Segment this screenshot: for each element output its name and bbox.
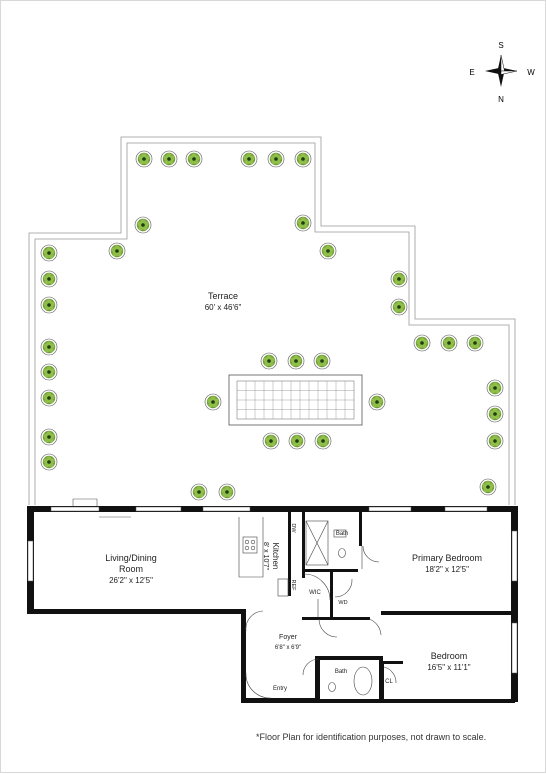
plant-icon: [486, 432, 504, 450]
terrace-dims: 60' x 46'6": [205, 303, 242, 312]
plant-icon: [288, 432, 306, 450]
compass-rose: S N E W: [469, 41, 535, 104]
living-label-line1: Living/Dining: [105, 553, 157, 563]
apartment-walls: [27, 498, 518, 703]
kitchen-label: Kitchen: [271, 543, 280, 570]
plant-icon: [190, 483, 208, 501]
ref-label: REF: [290, 580, 296, 592]
plant-icon: [40, 338, 58, 356]
dw-label: DW: [290, 523, 296, 533]
plant-icon: [368, 393, 386, 411]
plant-icon: [287, 352, 305, 370]
terrace-table: [228, 374, 363, 426]
plant-icon: [204, 393, 222, 411]
compass-s-label: S: [498, 41, 503, 50]
plant-icon: [319, 242, 337, 260]
plant-icon: [486, 405, 504, 423]
primary-bedroom-label: Primary Bedroom: [412, 553, 482, 563]
bath-label-second: Bath: [335, 669, 347, 675]
plant-icon: [185, 150, 203, 168]
floor-plan-disclaimer: *Floor Plan for identification purposes,…: [256, 732, 487, 742]
plant-icon: [260, 352, 278, 370]
plant-icon: [313, 352, 331, 370]
plant-icon: [466, 334, 484, 352]
living-label-line2: Room: [119, 564, 143, 574]
plant-icon: [440, 334, 458, 352]
plant-icon: [108, 242, 126, 260]
foyer-label: Foyer: [279, 634, 298, 641]
terrace-outline: [28, 136, 516, 505]
plant-icon: [486, 379, 504, 397]
plant-icon: [160, 150, 178, 168]
plant-icon: [390, 298, 408, 316]
wic-label: WIC: [309, 590, 321, 596]
kitchen-dims: 8' x 10'7": [262, 542, 269, 571]
plant-icon: [40, 244, 58, 262]
plant-icon: [240, 150, 258, 168]
compass-e-label: E: [469, 68, 474, 77]
bedroom-label: Bedroom: [431, 651, 468, 661]
plant-icon: [135, 150, 153, 168]
plant-icon: [40, 270, 58, 288]
compass-w-label: W: [527, 68, 535, 77]
terrace-plants: [40, 150, 504, 501]
cl-label: CL: [385, 679, 393, 685]
terrace-label: Terrace: [208, 291, 238, 301]
living-dims: 26'2" x 12'5": [109, 576, 153, 585]
plant-icon: [413, 334, 431, 352]
bedroom-dims: 16'5" x 11'1": [427, 663, 470, 672]
wd-label: WD: [338, 600, 347, 606]
plant-icon: [262, 432, 280, 450]
plant-icon: [40, 363, 58, 381]
plant-icon: [267, 150, 285, 168]
plant-icon: [40, 296, 58, 314]
bath-label-primary: Bath: [336, 531, 348, 537]
compass-n-label: N: [498, 95, 504, 104]
fixtures: [238, 517, 397, 699]
plant-icon: [40, 389, 58, 407]
primary-bedroom-dims: 18'2" x 12'5": [425, 565, 469, 574]
foyer-dims: 6'8" x 6'9": [275, 645, 301, 651]
entry-label: Entry: [273, 686, 287, 692]
plant-icon: [294, 214, 312, 232]
plant-icon: [218, 483, 236, 501]
plant-icon: [40, 428, 58, 446]
plant-icon: [294, 150, 312, 168]
plant-icon: [390, 270, 408, 288]
plant-icon: [40, 453, 58, 471]
plant-icon: [479, 478, 497, 496]
plant-icon: [134, 216, 152, 234]
plant-icon: [314, 432, 332, 450]
